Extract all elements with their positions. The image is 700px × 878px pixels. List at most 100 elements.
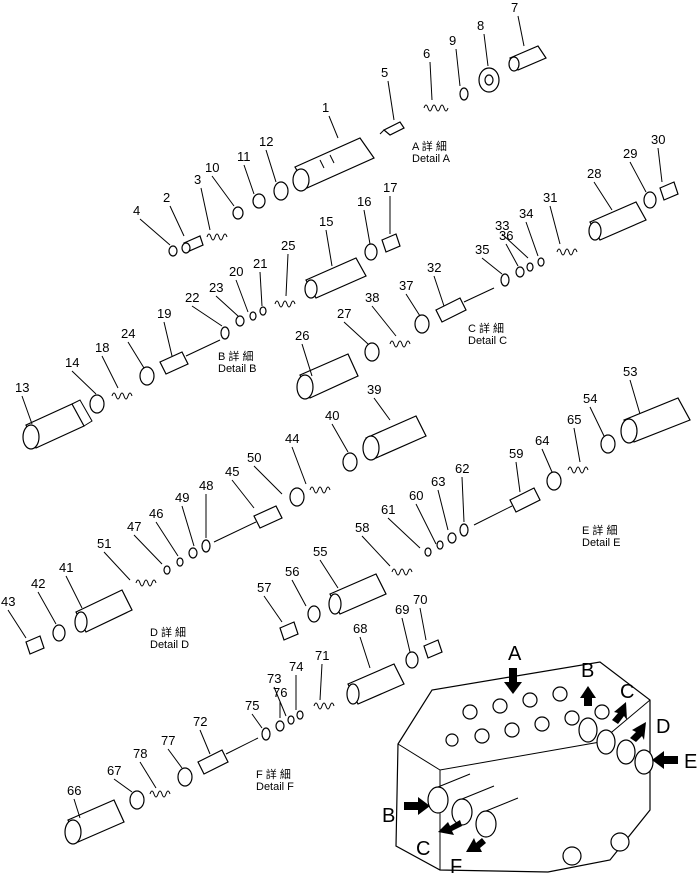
- leader-line-2: [169, 205, 185, 237]
- leader-line-77: [167, 748, 183, 769]
- part-number-57: 57: [257, 580, 271, 595]
- detail-c-jp: C 詳 細: [468, 321, 504, 335]
- leader-line-11: [243, 164, 255, 195]
- leader-line-21: [259, 271, 263, 307]
- part-number-17: 17: [383, 180, 397, 195]
- arrow-a-icon: [504, 668, 522, 694]
- arrow-letter-b-left: B: [382, 805, 395, 827]
- leader-line-47: [133, 534, 163, 565]
- leader-line-55: [319, 559, 339, 589]
- detail-a-jp: A 詳 細: [412, 139, 447, 153]
- detail-e-group: E 詳 細 Detail E: [279, 397, 691, 641]
- leader-line-38: [371, 305, 397, 337]
- detail-e-en: Detail E: [582, 537, 621, 549]
- detail-e-jp: E 詳 細: [582, 523, 617, 537]
- part-number-21: 21: [253, 256, 267, 271]
- leader-line-57: [263, 595, 283, 623]
- leader-line-46: [155, 521, 179, 557]
- leader-line-27: [343, 321, 369, 345]
- part-number-76: 76: [273, 685, 287, 700]
- detail-c-en: Detail C: [468, 335, 507, 347]
- arrow-letter-b-top: B: [581, 660, 594, 682]
- part-number-19: 19: [157, 306, 171, 321]
- leader-line-49: [181, 505, 195, 547]
- leader-line-16: [363, 209, 371, 245]
- part-number-58: 58: [355, 520, 369, 535]
- part-number-36: 36: [499, 228, 513, 243]
- leader-line-5: [387, 80, 395, 121]
- leader-line-64: [541, 448, 553, 473]
- leader-line-62: [461, 476, 465, 523]
- part-number-27: 27: [337, 306, 351, 321]
- part-number-11: 11: [237, 149, 251, 164]
- part-number-23: 23: [209, 280, 223, 295]
- part-number-64: 64: [535, 433, 549, 448]
- arrow-e-icon: [652, 751, 678, 769]
- part-number-7: 7: [511, 0, 518, 15]
- part-number-67: 67: [107, 763, 121, 778]
- part-number-65: 65: [567, 412, 581, 427]
- leader-line-33: [501, 233, 529, 259]
- leader-line-4: [139, 218, 171, 246]
- part-number-2: 2: [163, 190, 170, 205]
- leader-line-18: [101, 355, 119, 389]
- leader-line-58: [361, 535, 391, 567]
- leader-line-25: [285, 253, 289, 297]
- part-number-8: 8: [477, 18, 484, 33]
- leader-line-12: [265, 149, 277, 183]
- leader-line-20: [235, 279, 249, 313]
- part-number-73: 73: [267, 671, 281, 686]
- detail-f-group: F 詳 細 Detail F: [64, 639, 443, 845]
- leader-line-71: [319, 663, 323, 701]
- part-number-71: 71: [315, 648, 329, 663]
- arrow-f-icon: [466, 838, 486, 852]
- part-number-29: 29: [623, 146, 637, 161]
- leader-line-39: [373, 397, 391, 421]
- part-number-26: 26: [295, 328, 309, 343]
- leader-line-41: [65, 575, 83, 609]
- part-number-51: 51: [97, 536, 111, 551]
- part-number-28: 28: [587, 166, 601, 181]
- arrow-c-top-icon: [612, 702, 627, 724]
- part-number-48: 48: [199, 478, 213, 493]
- part-number-43: 43: [1, 594, 15, 609]
- part-number-62: 62: [455, 461, 469, 476]
- arrow-letter-f: F: [450, 856, 462, 878]
- part-number-38: 38: [365, 290, 379, 305]
- part-number-68: 68: [353, 621, 367, 636]
- part-number-78: 78: [133, 746, 147, 761]
- part-number-72: 72: [193, 714, 207, 729]
- part-number-55: 55: [313, 544, 327, 559]
- leader-line-60: [415, 503, 437, 545]
- leader-line-65: [573, 427, 581, 463]
- leader-line-61: [387, 517, 421, 549]
- leader-line-54: [589, 406, 605, 437]
- leader-line-36: [505, 243, 519, 267]
- leader-line-29: [629, 161, 647, 193]
- arrow-c-left-icon: [438, 820, 462, 835]
- leader-line-66: [73, 798, 81, 819]
- part-number-40: 40: [325, 408, 339, 423]
- part-number-44: 44: [285, 431, 299, 446]
- part-number-18: 18: [95, 340, 109, 355]
- arrow-letter-e: E: [684, 751, 697, 773]
- leader-line-50: [253, 465, 283, 495]
- leader-line-37: [405, 293, 421, 317]
- part-number-20: 20: [229, 264, 243, 279]
- detail-b-jp: B 詳 細: [218, 349, 253, 363]
- part-number-45: 45: [225, 464, 239, 479]
- part-number-30: 30: [651, 132, 665, 147]
- leader-line-3: [200, 187, 211, 231]
- part-number-35: 35: [475, 242, 489, 257]
- part-number-42: 42: [31, 576, 45, 591]
- leader-line-42: [37, 591, 57, 625]
- leader-line-59: [515, 461, 521, 493]
- leader-line-45: [231, 479, 255, 509]
- arrow-letter-d: D: [656, 716, 670, 738]
- detail-d-group: D 詳 細 Detail D: [25, 415, 427, 655]
- detail-b-group: B 詳 細 Detail B: [22, 233, 401, 450]
- part-number-50: 50: [247, 450, 261, 465]
- leader-line-19: [163, 321, 173, 357]
- arrow-letter-a: A: [508, 643, 522, 665]
